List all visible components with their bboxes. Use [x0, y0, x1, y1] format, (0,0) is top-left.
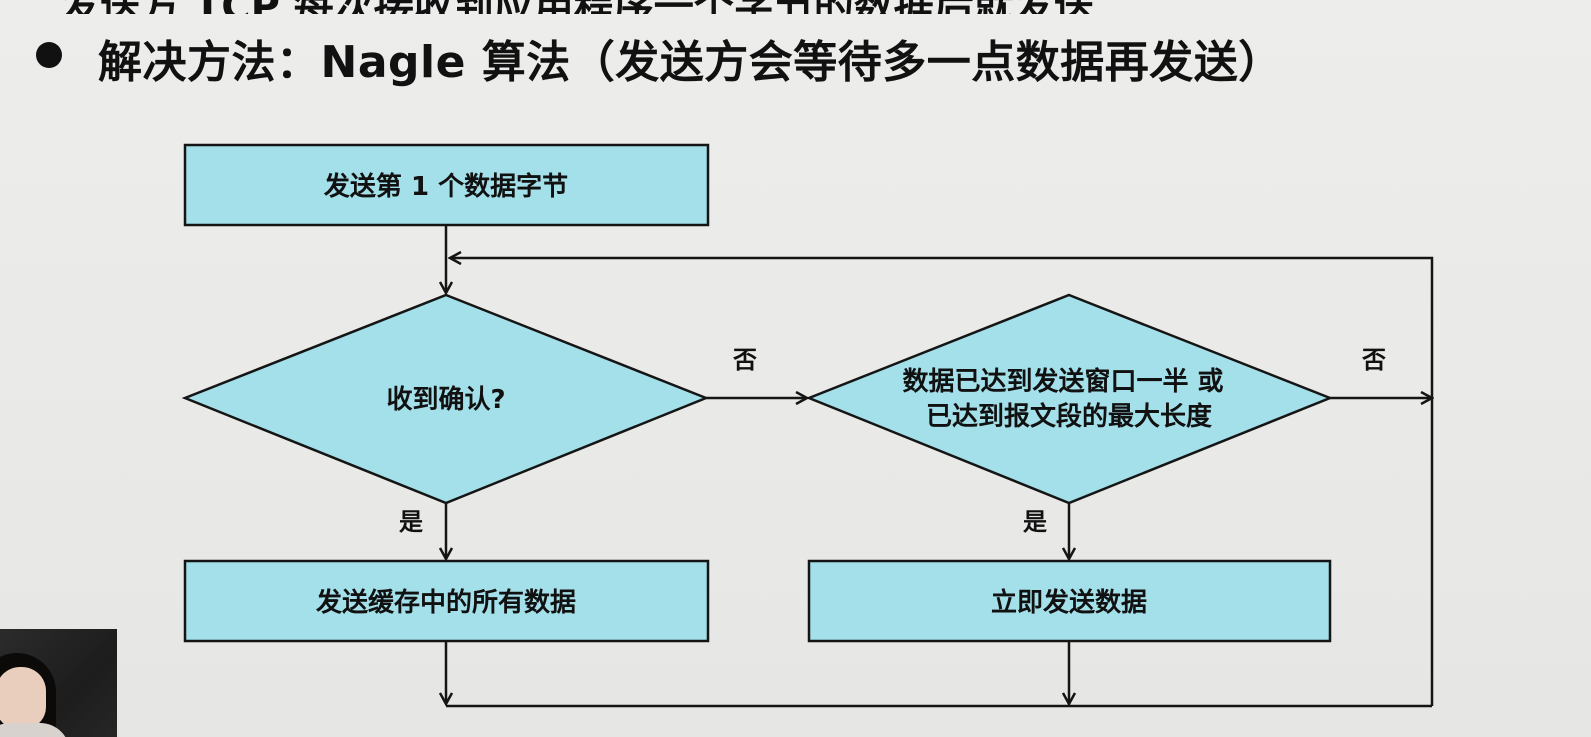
node-send-first-byte-label: 发送第 1 个数据字节: [323, 171, 568, 202]
presenter-webcam-thumbnail: [0, 629, 117, 737]
node-half-window-or-mss-label-line1: 数据已达到发送窗口一半 或: [902, 366, 1223, 397]
cut-off-heading-line: 发送方 TCP 每次接收到应用程序一个字节的数据后就发送: [60, 0, 1560, 14]
node-ack-received: 收到确认?: [181, 293, 710, 505]
node-half-window-or-mss-label-line2: 已达到报文段的最大长度: [926, 401, 1212, 432]
webcam-shoulder: [0, 723, 70, 737]
bullet-dot-icon: [36, 42, 62, 68]
node-send-immediately-box: [807, 559, 1332, 643]
edge-label-half-yes: 是: [1023, 508, 1047, 536]
node-send-first-byte: 发送第 1 个数据字节: [183, 143, 710, 227]
node-send-all-buffered-box: [183, 559, 710, 643]
node-send-all-buffered-label: 发送缓存中的所有数据: [315, 587, 576, 618]
node-send-all-buffered: 发送缓存中的所有数据: [183, 559, 710, 643]
edge-loop-back: [450, 258, 1434, 706]
node-half-window-or-mss-diamond: [805, 293, 1334, 505]
bullet-text: 解决方法：Nagle 算法（发送方会等待多一点数据再发送）: [98, 37, 1283, 88]
node-half-window-or-mss: 数据已达到发送窗口一半 或 已达到报文段的最大长度: [805, 293, 1334, 505]
edge-label-half-no: 否: [1361, 346, 1386, 374]
node-send-immediately-label: 立即发送数据: [991, 587, 1147, 618]
node-ack-received-label: 收到确认?: [386, 384, 505, 415]
node-send-first-byte-box: [183, 143, 710, 227]
node-send-immediately: 立即发送数据: [807, 559, 1332, 643]
webcam-face: [0, 667, 46, 729]
edge-label-ack-yes: 是: [399, 508, 423, 536]
cut-off-heading-black: 发送方 TCP 每次接收到应用程序一个字节的数据后就发送: [60, 0, 1094, 14]
edge-label-ack-no: 否: [732, 346, 757, 374]
